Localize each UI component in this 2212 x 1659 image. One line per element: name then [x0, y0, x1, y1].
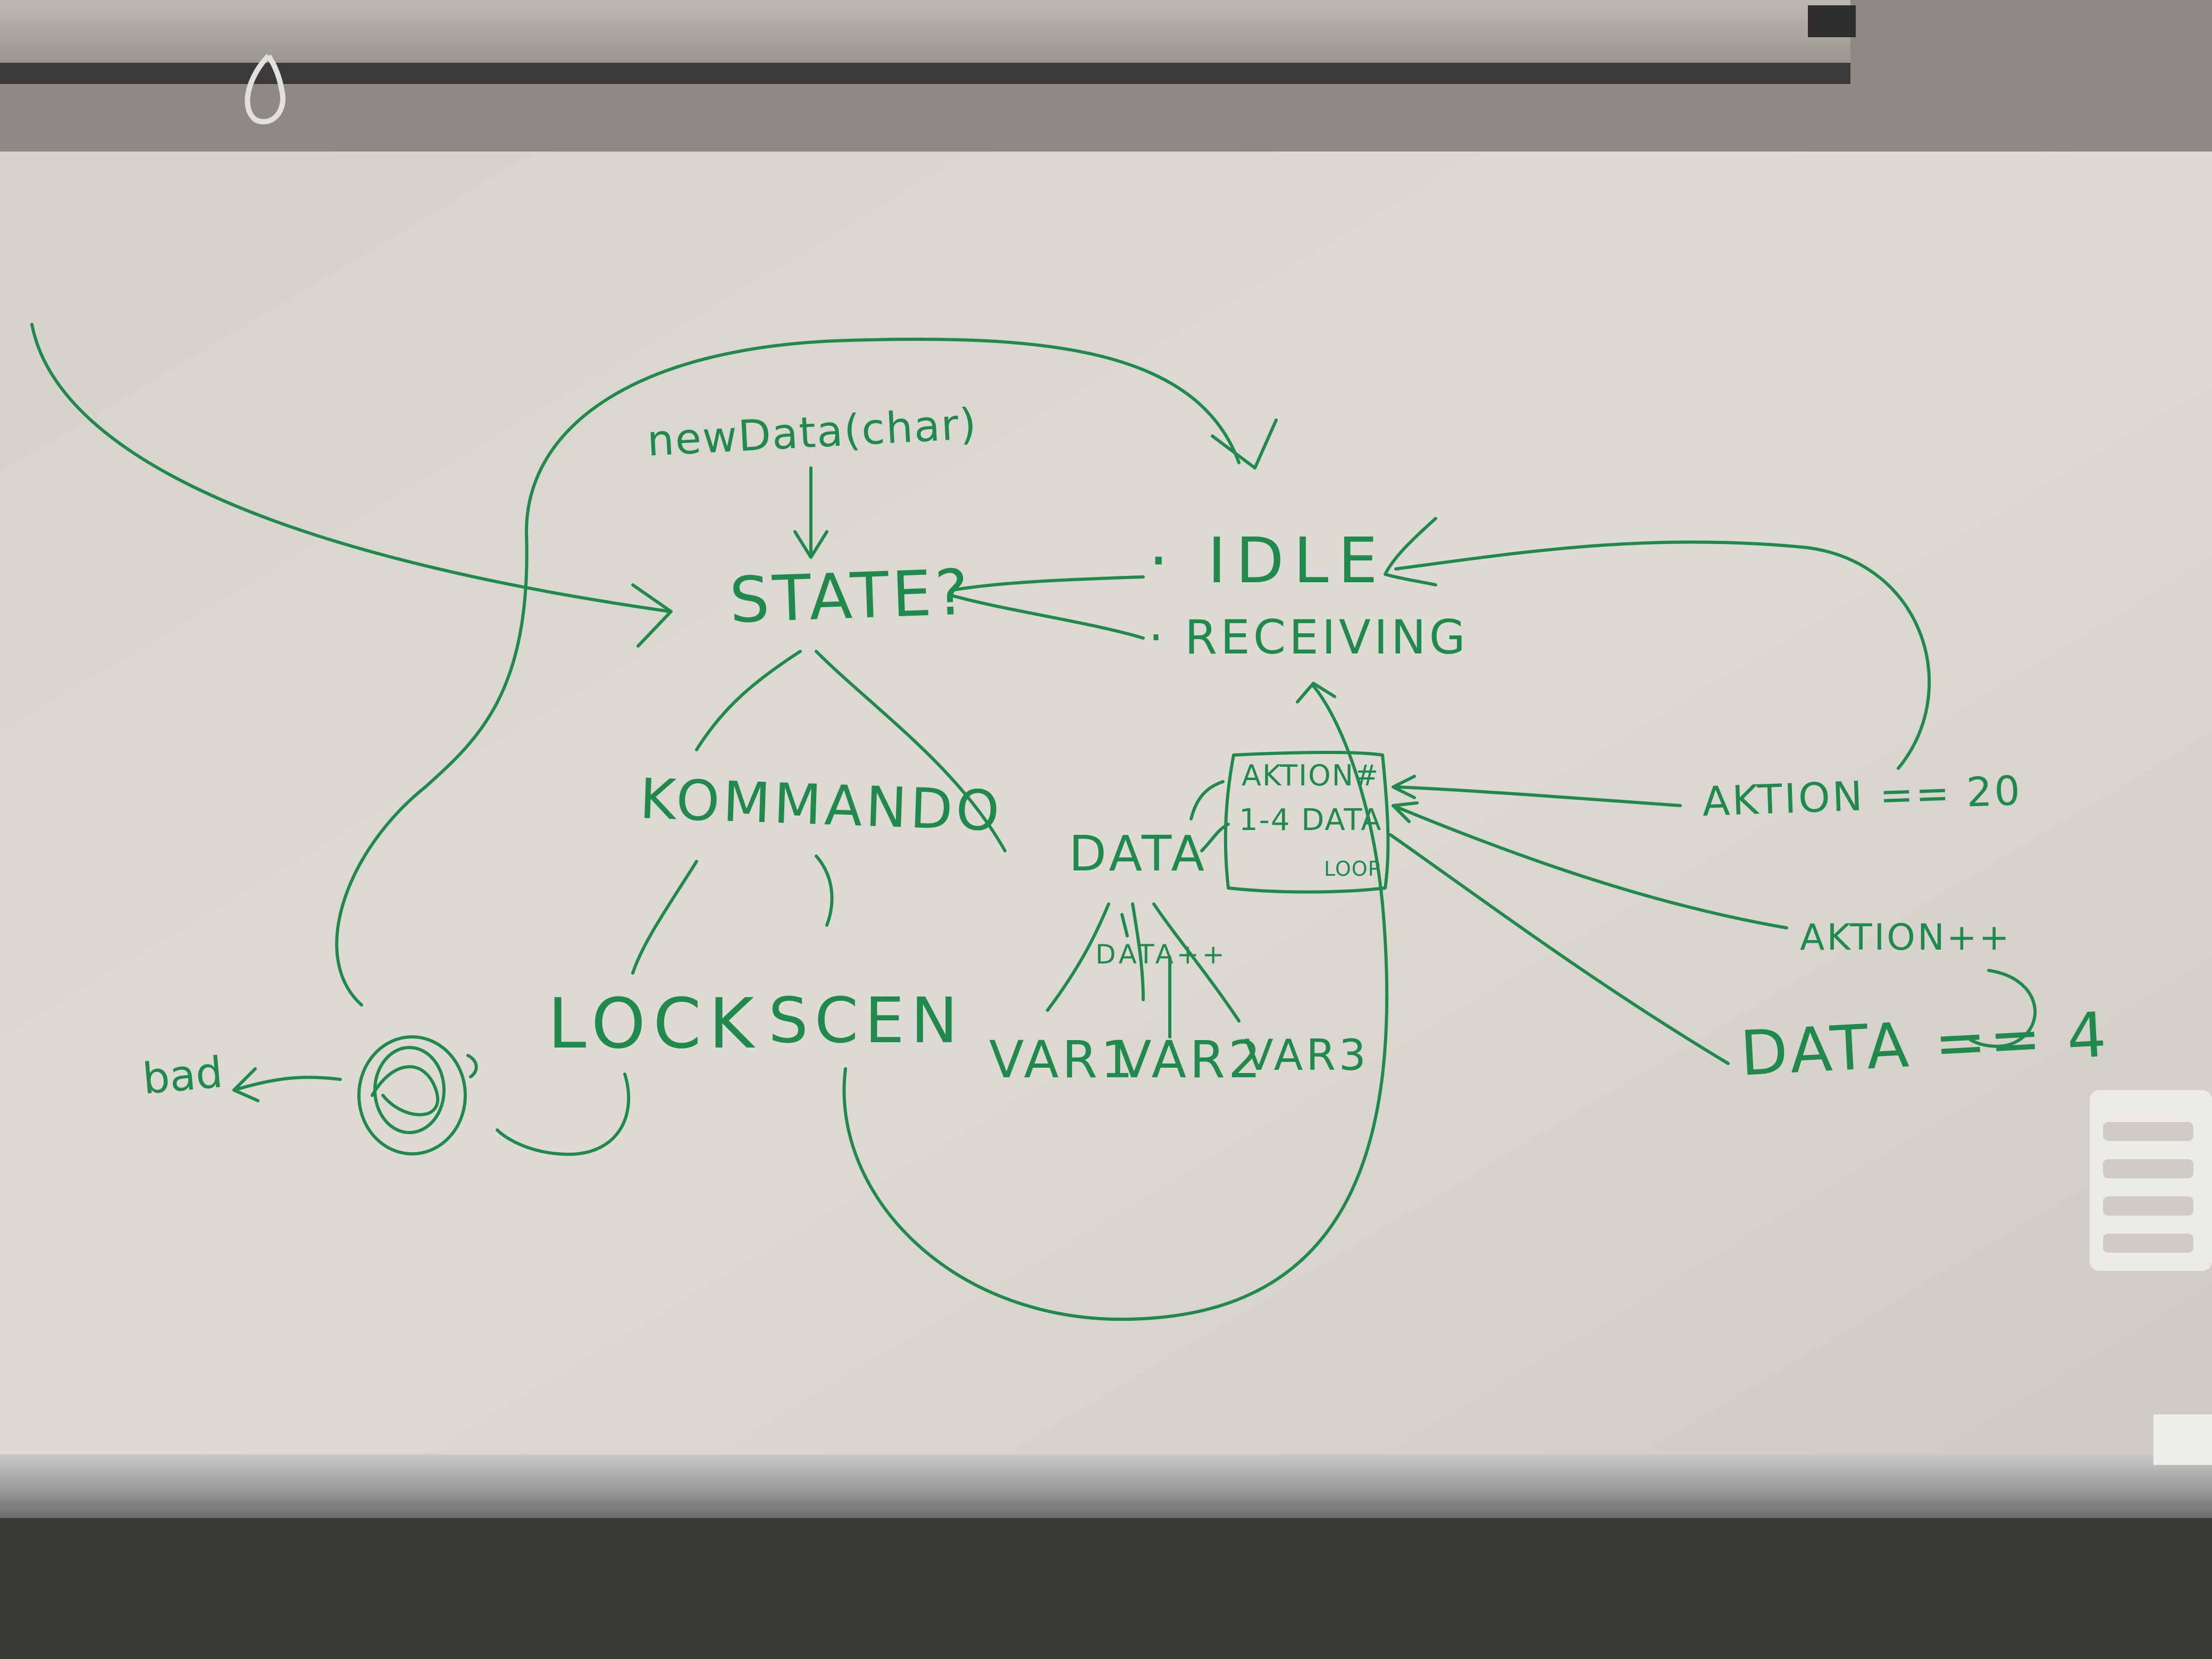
- eraser-holder: [2090, 1090, 2212, 1271]
- scen-label: SCEN: [768, 984, 965, 1057]
- aktion-box-line2: 1-4 DATA: [1239, 803, 1382, 837]
- var3-label: VAR3: [1244, 1030, 1369, 1080]
- var2-label: VAR2: [1117, 1030, 1264, 1090]
- idle-label: · IDLE: [1149, 524, 1387, 597]
- aktion-eq-20-label: AKTION == 20: [1701, 767, 2023, 825]
- bad-label: bad: [140, 1047, 225, 1104]
- aktion-box-line3: LOOP: [1324, 857, 1381, 881]
- aktion-increment-label: AKTION++: [1800, 917, 2012, 959]
- state-label: STATE?: [728, 555, 973, 637]
- marker-tray: [0, 1454, 2212, 1518]
- lock-label: LOCK: [548, 983, 762, 1064]
- data-eq-4-label: DATA == 4: [1738, 999, 2112, 1090]
- pull-cord: [245, 54, 286, 124]
- data-label: DATA: [1069, 825, 1208, 882]
- receiving-label: · RECEIVING: [1149, 610, 1469, 665]
- kommando-label: KOMMANDO: [639, 766, 1004, 844]
- data-increment-label: DATA++: [1095, 939, 1228, 970]
- var1-label: VAR1: [989, 1030, 1136, 1090]
- aktion-box-line1: AKTION#: [1242, 759, 1380, 792]
